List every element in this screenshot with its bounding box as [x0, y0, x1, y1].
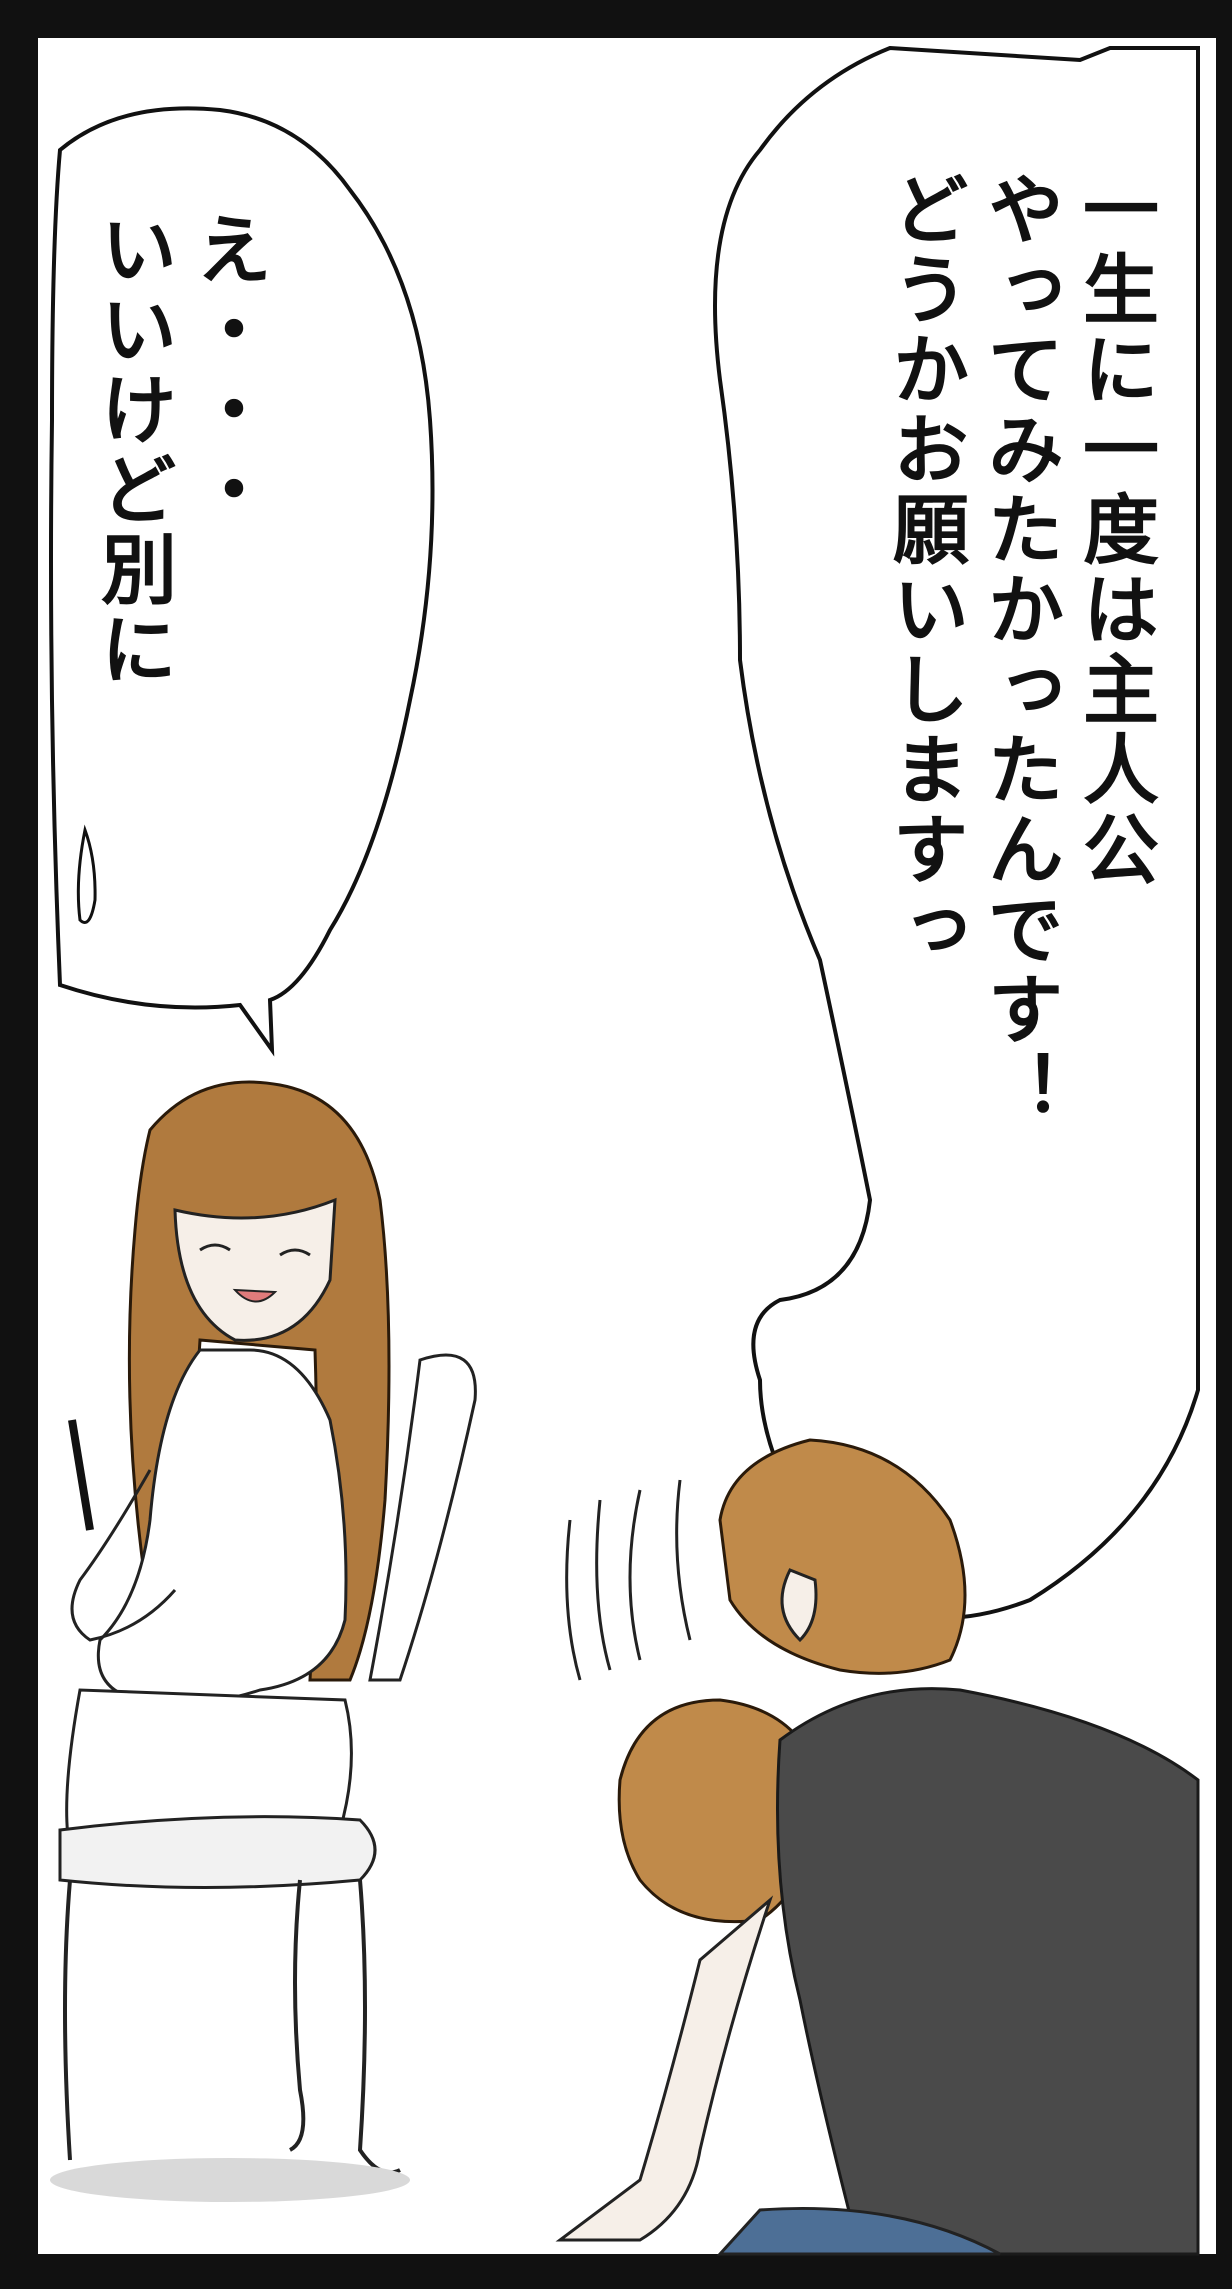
speech-line: やってみたかったんです！ — [975, 170, 1064, 1130]
pen — [68, 1419, 94, 1531]
man-arm — [555, 1895, 774, 2242]
speech-text-right: 一生に一度は主人公 やってみたかったんです！ どうかお願いしますっ — [877, 170, 1162, 1130]
speech-line: 一生に一度は主人公 — [1070, 170, 1159, 890]
speech-bubble-left — [49, 106, 435, 1057]
speech-text-left: え・・・ いいけど別に — [85, 210, 275, 690]
woman-mouth — [232, 1288, 278, 1303]
woman-eye-right — [279, 1248, 311, 1257]
woman-arm — [70, 1469, 177, 1642]
sweat-drop-mark — [76, 824, 97, 924]
speech-line: どうかお願いしますっ — [880, 170, 969, 970]
speech-line: え・・・ — [183, 210, 272, 530]
floor-shadow — [50, 2158, 410, 2202]
chair-leg-left — [63, 1879, 72, 2161]
man-jeans — [716, 2207, 1001, 2256]
chair-seat — [58, 1815, 377, 1889]
chair-back — [368, 1353, 477, 1682]
woman-eye-left — [199, 1243, 231, 1252]
man-shirt — [776, 1687, 1200, 2256]
man-head-raised — [718, 1438, 967, 1675]
speech-line: いいけど別に — [88, 210, 177, 690]
chair-leg-front — [288, 1879, 306, 2152]
woman-face — [173, 1197, 337, 1342]
motion-lines — [565, 1479, 692, 1681]
man-ear — [780, 1568, 818, 1643]
